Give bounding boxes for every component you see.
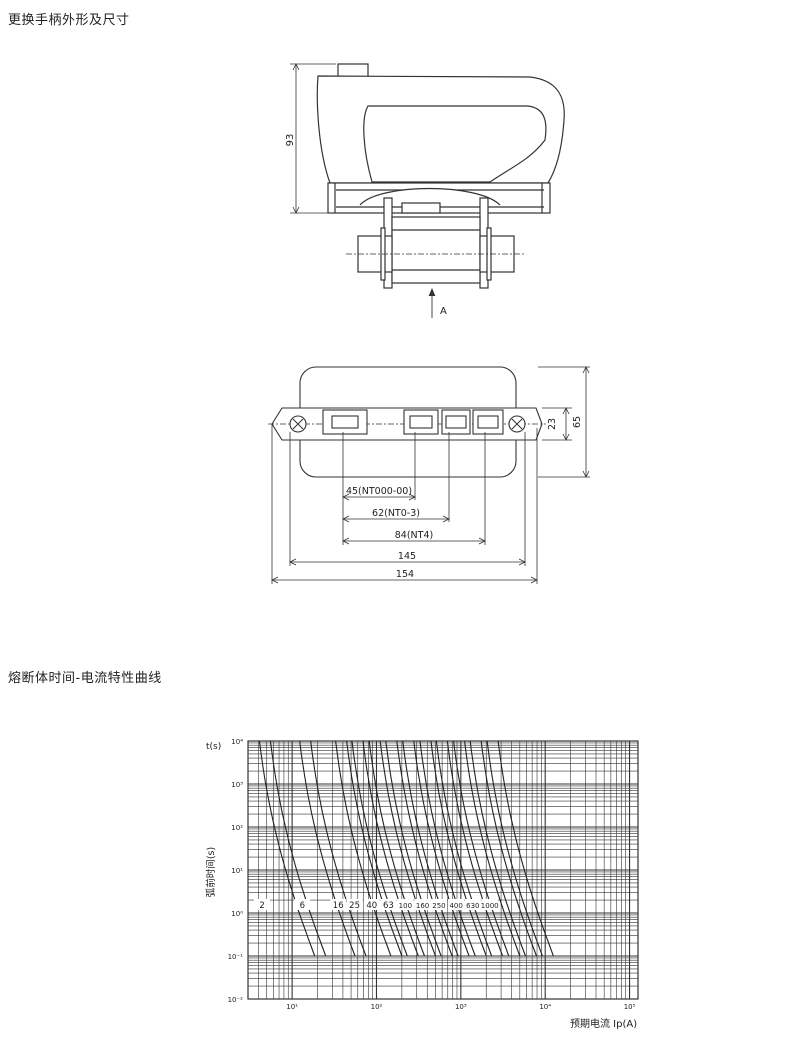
chart-grid: [248, 741, 638, 999]
curve-25-min: [351, 740, 408, 957]
curve-label-bg: [397, 899, 414, 910]
curve-100-min: [402, 740, 459, 957]
curve-label-1000: 1000: [481, 902, 499, 910]
curve-1000-min: [486, 740, 543, 957]
chart-ticks: 10⁴ 10³ 10² 10¹ 10⁰ 10⁻¹ 10⁻² 10¹ 10² 10³ 10⁴ 10⁵: [228, 738, 636, 1011]
x-axis-label: 预期电流 Ip(A): [570, 1017, 637, 1030]
curve-label-250: 250: [432, 902, 445, 910]
slot-3: [441, 409, 471, 435]
curve-label-16: 16: [333, 901, 344, 911]
dim-23-label: 23: [547, 418, 558, 430]
curve-label-bg: [430, 899, 447, 910]
curve-1000-max: [497, 740, 554, 957]
curve-label-bg: [380, 899, 397, 910]
fuse-body: [391, 216, 481, 284]
curve-label-2: 2: [259, 901, 264, 911]
y-tick-label: 10³: [231, 781, 243, 789]
curve-63-max: [396, 740, 453, 957]
curve-label-40: 40: [366, 901, 377, 911]
slot-1: [322, 409, 368, 435]
curve-label-63: 63: [383, 901, 394, 911]
curve-label-bg: [294, 899, 311, 910]
top-view-dimensions: [271, 366, 590, 584]
curve-16-min: [335, 740, 392, 957]
curve-250-max: [446, 740, 504, 957]
curve-label-bg: [448, 899, 465, 910]
curve-160-min: [419, 740, 476, 957]
curve-630-max: [480, 740, 538, 957]
curve-label-400: 400: [449, 902, 462, 910]
dim-45-label: 45(NT000-00): [346, 486, 412, 497]
curve-label-bg: [346, 899, 363, 910]
curve-label-bg: [363, 899, 380, 910]
curve-40-max: [379, 740, 437, 957]
curve-100-max: [413, 740, 470, 957]
y-tick-label: 10⁰: [231, 910, 243, 918]
curve-250-min: [435, 740, 493, 957]
y-tick-label: 10⁻¹: [228, 953, 244, 961]
curve-25-max: [362, 740, 419, 957]
arrow-a-label: A: [440, 306, 447, 317]
chart-curves: [258, 740, 554, 957]
handle-outline: [316, 75, 565, 184]
curve-2-min: [258, 740, 316, 957]
curve-400-min: [453, 740, 510, 957]
y-axis-label: 弧前时间(s): [205, 847, 217, 897]
release-tab: [401, 202, 441, 214]
dim-84-label: 84(NT4): [395, 530, 433, 541]
y-unit-label: t(s): [206, 742, 221, 752]
curve-2-max: [269, 740, 327, 957]
curve-label-630: 630: [466, 902, 479, 910]
curve-label-bg: [414, 899, 431, 910]
dim-65-label: 65: [572, 416, 583, 428]
curve-6-max: [310, 740, 367, 957]
curve-630-min: [469, 740, 527, 957]
dim-154-label: 154: [396, 569, 414, 580]
curve-label-6: 6: [300, 901, 305, 911]
x-tick-label: 10¹: [286, 1003, 298, 1011]
curve-label-bg: [254, 899, 271, 910]
curve-label-bg: [330, 899, 347, 910]
curve-label-bg: [481, 899, 498, 910]
y-tick-label: 10⁻²: [228, 996, 244, 1004]
slot-2: [403, 409, 439, 435]
curve-63-min: [385, 740, 442, 957]
curve-400-max: [464, 740, 521, 957]
curve-label-bg: [464, 899, 481, 910]
dim-62-label: 62(NT0-3): [372, 508, 420, 519]
x-tick-label: 10⁵: [624, 1003, 636, 1011]
curve-40-min: [368, 740, 426, 957]
dimensions-heading: 更换手柄外形及尺寸: [8, 13, 130, 28]
curve-160-max: [430, 740, 487, 957]
curve-label-160: 160: [416, 902, 429, 910]
height-label: 93: [285, 134, 296, 147]
handle-grip-cutout: [363, 105, 547, 183]
curve-label-25: 25: [349, 901, 360, 911]
x-tick-label: 10⁴: [539, 1003, 551, 1011]
curve-16-max: [346, 740, 403, 957]
time-current-chart: 10⁴ 10³ 10² 10¹ 10⁰ 10⁻¹ 10⁻² 10¹ 10² 10³ 10⁴ 10⁵ 2…: [205, 738, 639, 1030]
dim-145-label: 145: [398, 551, 416, 562]
y-tick-label: 10²: [231, 824, 243, 832]
right-blade-contact: [479, 235, 515, 273]
curves-heading: 熔断体时间-电流特性曲线: [8, 671, 162, 686]
side-view: [290, 63, 565, 318]
curve-6-min: [299, 740, 356, 957]
y-tick-label: 10¹: [231, 867, 243, 875]
x-tick-label: 10³: [455, 1003, 467, 1011]
curve-label-100: 100: [399, 902, 412, 910]
top-view: [268, 366, 546, 478]
y-tick-label: 10⁴: [231, 738, 243, 746]
x-tick-label: 10²: [371, 1003, 383, 1011]
